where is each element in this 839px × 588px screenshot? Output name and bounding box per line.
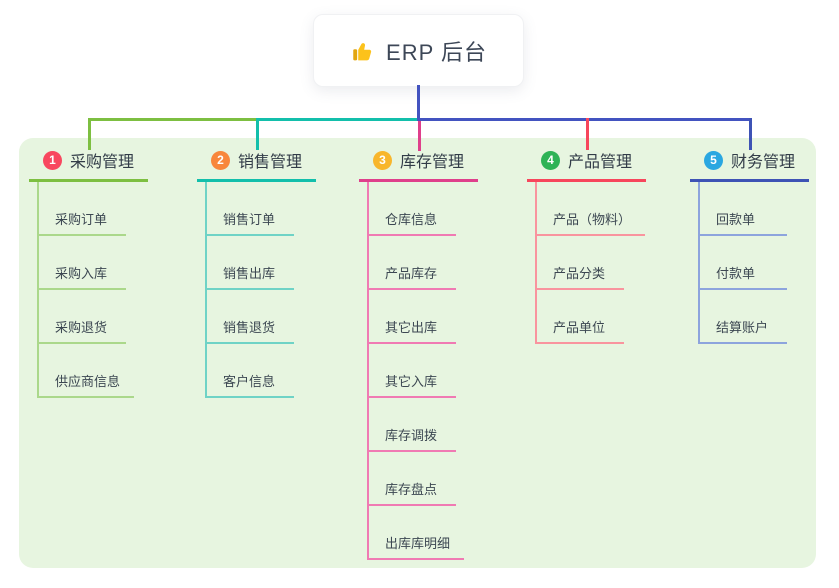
branch-children: 产品（物料） 产品分类产品单位	[535, 182, 657, 344]
branch-header-node[interactable]: 4 产品管理	[527, 148, 646, 182]
branch-number-badge: 4	[541, 150, 560, 170]
branch-children: 回款单付款单结算账户	[698, 182, 820, 344]
mindmap-node[interactable]: 仓库信息	[367, 182, 456, 236]
mindmap-node[interactable]: 其它入库	[367, 344, 456, 398]
node-label: 销售订单	[223, 212, 276, 227]
group-panel	[19, 138, 816, 568]
branch-number-badge: 5	[704, 150, 723, 170]
branch-connector	[256, 118, 259, 150]
branch-connector	[586, 118, 589, 150]
node-label: 付款单	[716, 266, 756, 281]
branch-header-node[interactable]: 1 采购管理	[29, 148, 148, 182]
mindmap-node[interactable]: 付款单	[698, 236, 787, 290]
node-label: 产品库存	[385, 266, 438, 281]
node-label: 回款单	[716, 212, 756, 227]
node-label: 结算账户	[716, 320, 769, 335]
mindmap-node[interactable]: 产品库存	[367, 236, 456, 290]
branch-connector	[88, 118, 91, 150]
branch-header-node[interactable]: 3 库存管理	[359, 148, 478, 182]
branch-label: 财务管理	[731, 154, 796, 171]
node-label: 出库库明细	[385, 536, 451, 551]
branch-children: 仓库信息产品库存其它出库其它入库库存调拨库存盘点出库库明细	[367, 182, 489, 560]
node-label: 其它入库	[385, 374, 438, 389]
branch-label: 销售管理	[238, 154, 303, 171]
mindmap-node[interactable]: 供应商信息	[37, 344, 135, 398]
branch-header-node[interactable]: 5 财务管理	[690, 148, 809, 182]
branch-label: 产品管理	[568, 154, 633, 171]
node-label: 销售出库	[223, 266, 276, 281]
branch-number-badge: 3	[373, 150, 392, 170]
root-label: ERP 后台	[386, 39, 487, 65]
node-label: 销售退货	[223, 320, 276, 335]
node-label: 采购退货	[55, 320, 108, 335]
branch-children: 采购订单采购入库采购退货供应商信息	[37, 182, 159, 398]
mindmap-node[interactable]: 库存调拨	[367, 398, 456, 452]
mindmap-node[interactable]: 销售订单	[205, 182, 294, 236]
node-label: 库存盘点	[385, 482, 438, 497]
node-label: 产品单位	[553, 320, 606, 335]
branch-label: 采购管理	[70, 154, 135, 171]
node-label: 客户信息	[223, 374, 276, 389]
node-label: 采购入库	[55, 266, 108, 281]
node-label: 其它出库	[385, 320, 438, 335]
mindmap-node[interactable]: 出库库明细	[367, 506, 465, 560]
mindmap-node[interactable]: 客户信息	[205, 344, 294, 398]
node-label: 产品分类	[553, 266, 606, 281]
mindmap-node[interactable]: 销售出库	[205, 236, 294, 290]
root-node[interactable]: ERP 后台	[313, 14, 524, 87]
branch: 3 库存管理 仓库信息产品库存其它出库其它入库库存调拨库存盘点出库库明细	[359, 148, 489, 560]
branch: 4 产品管理 产品（物料） 产品分类产品单位	[527, 148, 657, 344]
root-connector	[417, 85, 420, 121]
branch-connector	[749, 118, 752, 150]
mindmap-node[interactable]: 回款单	[698, 182, 787, 236]
branch-label: 库存管理	[400, 154, 465, 171]
branch: 1 采购管理 采购订单采购入库采购退货供应商信息	[29, 148, 159, 398]
mindmap-node[interactable]: 采购订单	[37, 182, 126, 236]
mindmap-node[interactable]: 产品（物料）	[535, 182, 646, 236]
mindmap-node[interactable]: 产品单位	[535, 290, 624, 344]
mindmap-node[interactable]: 其它出库	[367, 290, 456, 344]
spine-left-teal	[256, 118, 417, 121]
mindmap-node[interactable]: 产品分类	[535, 236, 624, 290]
branch-header-node[interactable]: 2 销售管理	[197, 148, 316, 182]
mindmap-node[interactable]: 采购退货	[37, 290, 126, 344]
branch: 5 财务管理 回款单付款单结算账户	[690, 148, 820, 344]
node-label: 仓库信息	[385, 212, 438, 227]
node-label: 采购订单	[55, 212, 108, 227]
branch-children: 销售订单销售出库销售退货客户信息	[205, 182, 327, 398]
mindmap-node[interactable]: 采购入库	[37, 236, 126, 290]
branch-connector	[418, 121, 421, 151]
spine-left-green	[88, 118, 256, 121]
mindmap-node[interactable]: 销售退货	[205, 290, 294, 344]
branch-number-badge: 1	[43, 150, 62, 170]
mindmap-node[interactable]: 库存盘点	[367, 452, 456, 506]
node-label: 产品（物料）	[553, 212, 632, 227]
branch: 2 销售管理 销售订单销售出库销售退货客户信息	[197, 148, 327, 398]
mindmap-node[interactable]: 结算账户	[698, 290, 787, 344]
node-label: 库存调拨	[385, 428, 438, 443]
branch-number-badge: 2	[211, 150, 230, 170]
thumbs-up-icon	[350, 38, 376, 64]
spine-right-blue	[417, 118, 752, 121]
node-label: 供应商信息	[55, 374, 121, 389]
